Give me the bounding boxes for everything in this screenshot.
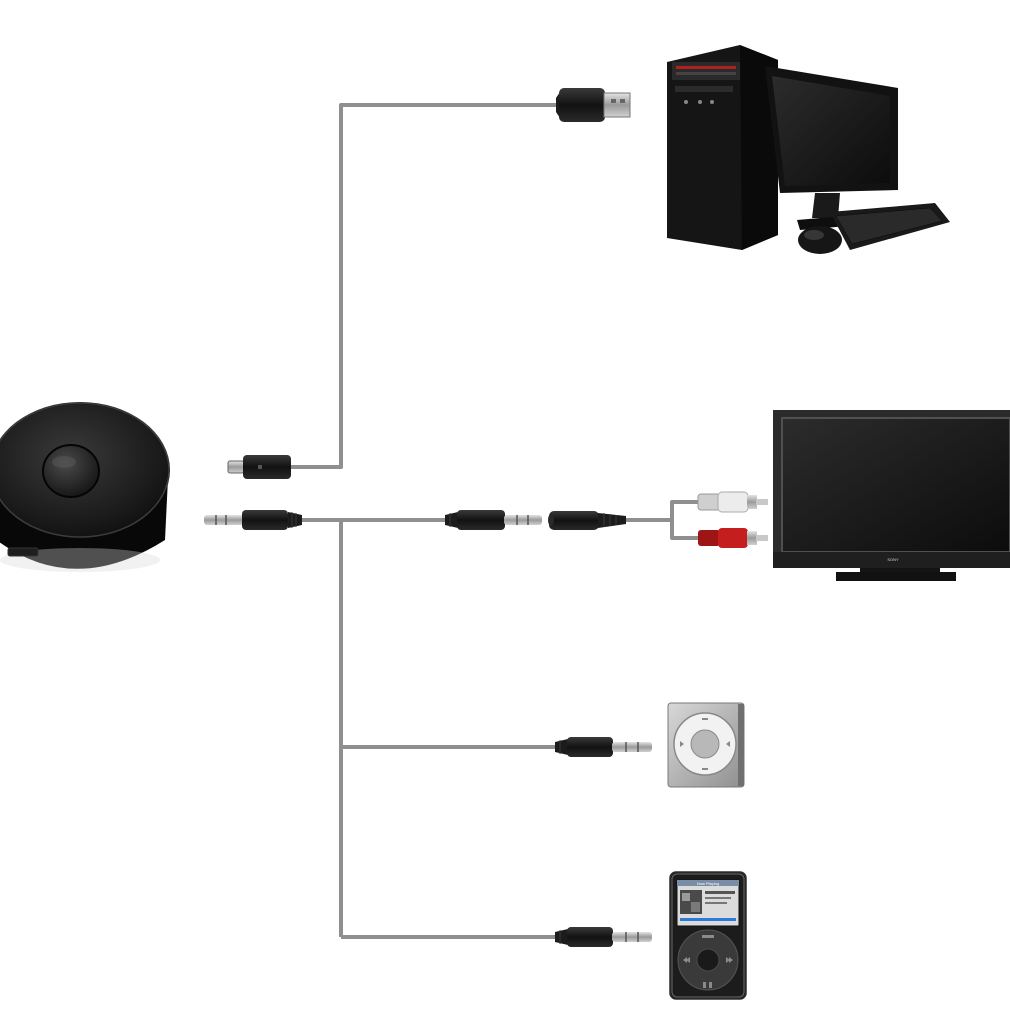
usb-cable xyxy=(290,103,560,469)
rca-white-plug xyxy=(697,491,768,513)
desktop-computer-icon xyxy=(667,45,950,254)
pc-keyboard xyxy=(830,203,950,250)
classic-aux-plug xyxy=(555,927,652,947)
adapter-port xyxy=(7,547,39,557)
aux-plug-body xyxy=(242,510,288,530)
classic-center-button xyxy=(696,948,720,972)
tv-icon: SONY xyxy=(773,410,1010,581)
aux-extension-male xyxy=(445,510,542,530)
shuffle-aux-plug xyxy=(555,737,652,757)
pc-mouse xyxy=(798,226,842,254)
rca-red-plug xyxy=(698,528,768,548)
adapter-button xyxy=(42,444,100,498)
adapter-rim-highlight xyxy=(0,402,170,538)
pc-monitor xyxy=(765,66,898,230)
ipod-shuffle-icon xyxy=(667,702,745,788)
micro-usb-body xyxy=(243,455,291,479)
aux-tip-metal xyxy=(204,515,244,525)
rca-plugs xyxy=(697,491,768,548)
tv-brand: SONY xyxy=(887,557,899,562)
tv-stand-neck xyxy=(860,568,940,572)
tv-screen xyxy=(781,417,1010,553)
cable-network xyxy=(290,103,700,939)
aux-strain-relief xyxy=(288,512,302,528)
pc-tower xyxy=(667,45,778,250)
bluetooth-adapter xyxy=(0,402,170,572)
aux-extension-female xyxy=(548,511,626,530)
rca-cable xyxy=(625,500,700,540)
micro-usb-tip xyxy=(227,460,245,474)
shuffle-center xyxy=(690,729,720,759)
micro-usb-indicator xyxy=(258,465,262,469)
adapter-shadow xyxy=(0,548,160,572)
adapter-aux-plug xyxy=(204,510,302,530)
usb-a-plug xyxy=(556,88,631,122)
adapter-button-highlight xyxy=(52,456,76,468)
tv-bezel-bottom xyxy=(773,552,1010,568)
classic-menu-label: Now Playing xyxy=(697,881,719,886)
tv-stand-base xyxy=(836,572,956,581)
ipod-classic-icon: Now Playing xyxy=(669,871,747,1000)
micro-usb-plug xyxy=(227,455,291,479)
